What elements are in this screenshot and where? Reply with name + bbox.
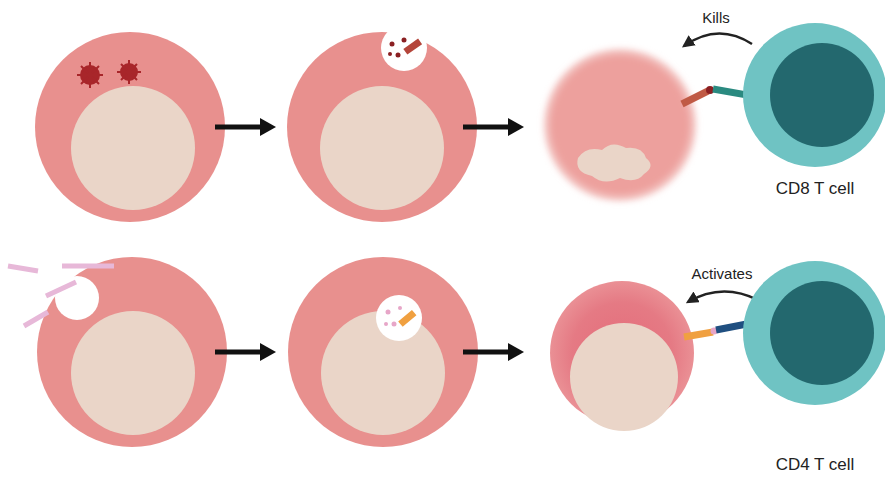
- label-anchor: Kills: [716, 18, 744, 36]
- activated-cell: [550, 281, 694, 431]
- cell-label: CD4 T cell: [739, 455, 885, 475]
- action-label: Kills: [702, 9, 730, 27]
- dying-cell: [544, 49, 696, 201]
- processing-cell: [288, 257, 478, 447]
- cell-label: CD8 T cell: [739, 179, 885, 199]
- label-anchor: Activates: [722, 274, 783, 292]
- step-arrow: [215, 118, 276, 136]
- t-cell: CD8 T cell: [743, 23, 885, 167]
- step-arrow: [463, 343, 524, 361]
- t-cell-shape: [743, 23, 885, 167]
- t-cell-membrane: [743, 23, 885, 167]
- step-arrow: [463, 118, 524, 136]
- t-cell-nucleus: [770, 43, 874, 147]
- action-label: Activates: [692, 265, 753, 283]
- infected-cell: [35, 32, 225, 222]
- t-cell-shape: [743, 261, 885, 405]
- processing-cell: [287, 25, 477, 222]
- uptake-cell: [8, 257, 227, 447]
- t-cell: CD4 T cell: [743, 261, 885, 405]
- t-cell-membrane: [743, 261, 885, 405]
- virus: [77, 60, 141, 88]
- antigen-fragments: [8, 266, 114, 326]
- step-arrow: [215, 343, 276, 361]
- activates-arrow: [688, 291, 758, 302]
- t-cell-nucleus: [770, 281, 874, 385]
- kills-arrow: [684, 33, 752, 46]
